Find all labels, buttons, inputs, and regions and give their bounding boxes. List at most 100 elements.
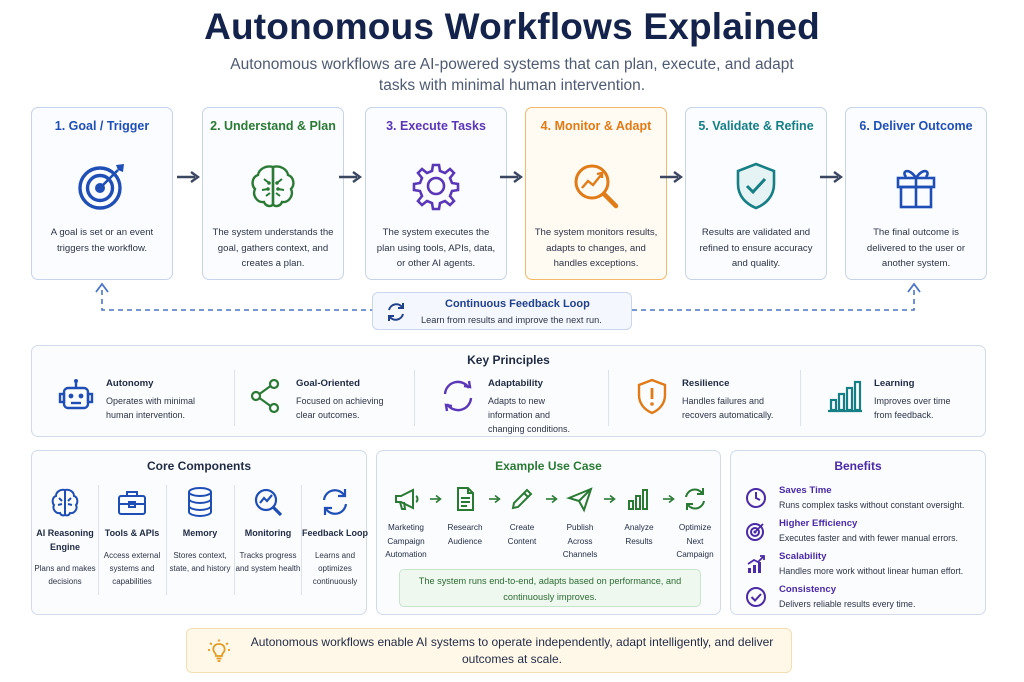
step-card-execute-tasks: 3. Execute Tasks The system executes the… <box>365 107 507 280</box>
step-card-deliver-outcome: 6. Deliver Outcome The final outcome is … <box>845 107 987 280</box>
benefit-consistency: Consistency Delivers reliable results ev… <box>745 584 975 612</box>
share-nodes-icon <box>246 376 286 416</box>
feedback-loop-box: Continuous Feedback Loop Learn from resu… <box>372 292 632 330</box>
benefits-panel: Benefits Saves Time Runs complex tasks w… <box>730 450 986 615</box>
use-case-step: Analyze Results <box>614 485 664 548</box>
toolbox-icon <box>115 485 149 519</box>
use-case-step-name: Marketing Campaign Automation <box>385 523 427 559</box>
step-title: 5. Validate & Refine <box>698 119 814 133</box>
divider <box>234 485 235 595</box>
feedback-loop-title: Continuous Feedback Loop <box>445 298 590 310</box>
step-desc: Results are validated and refined to ens… <box>699 227 813 269</box>
use-case-step: Publish Across Channels <box>555 485 605 562</box>
feedback-loop-subtitle: Learn from results and improve the next … <box>421 315 602 325</box>
use-case-step-name: Research Audience <box>447 523 483 546</box>
benefit-name: Scalability <box>779 551 827 562</box>
component-name: AI Reasoning Engine <box>36 528 94 552</box>
gear-icon <box>409 159 463 213</box>
component-desc: Stores context, state, and history <box>169 550 231 573</box>
footer-callout: Autonomous workflows enable AI systems t… <box>186 628 792 673</box>
divider <box>98 485 99 595</box>
use-case-step: Create Content <box>497 485 547 548</box>
benefits-title: Benefits <box>834 459 882 473</box>
core-components-panel: Core Components AI Reasoning Engine Plan… <box>31 450 368 615</box>
benefit-name: Higher Efficiency <box>779 518 858 529</box>
example-use-case-panel: Example Use Case Marketing Campaign Auto… <box>376 450 721 615</box>
magnifier-trend-icon <box>251 485 285 519</box>
principle-goal-oriented: Goal-Oriented Focused on achieving clear… <box>246 372 421 434</box>
principle-autonomy: Autonomy Operates with minimal human int… <box>56 372 231 434</box>
principle-desc: Handles failures and recovers automatica… <box>682 396 774 420</box>
robot-icon <box>56 376 96 416</box>
flow-arrow-icon <box>660 171 683 183</box>
lightbulb-icon <box>207 639 231 663</box>
target-icon <box>745 520 767 542</box>
core-components-title: Core Components <box>146 459 251 473</box>
use-case-step: Optimize Next Campaign <box>670 485 720 562</box>
arrow-right-icon <box>604 494 616 504</box>
benefit-higher-efficiency: Higher Efficiency Executes faster and wi… <box>745 518 975 546</box>
flow-arrow-icon <box>177 171 200 183</box>
arrow-right-icon <box>489 494 501 504</box>
check-circle-icon <box>745 586 767 608</box>
paper-plane-icon <box>566 485 594 513</box>
divider <box>800 370 801 426</box>
use-case-title: Example Use Case <box>495 459 602 473</box>
component-name: Monitoring <box>244 528 292 538</box>
step-card-goal-trigger: 1. Goal / Trigger A goal is set or an ev… <box>31 107 173 280</box>
component-memory: Memory Stores context, state, and histor… <box>167 485 233 575</box>
principle-name: Learning <box>874 378 915 389</box>
benefit-name: Consistency <box>779 584 837 595</box>
step-card-understand-plan: 2. Understand & Plan The system understa… <box>202 107 344 280</box>
principle-desc: Adapts to new information and changing c… <box>488 396 571 434</box>
step-desc: The final outcome is delivered to the us… <box>866 227 966 269</box>
feedback-loop-connector <box>95 282 921 311</box>
step-title: 3. Execute Tasks <box>386 119 486 133</box>
component-desc: Access external systems and capabilities <box>103 550 161 586</box>
principle-adaptability: Adaptability Adapts to new information a… <box>438 372 613 434</box>
clock-icon <box>745 487 767 509</box>
principle-desc: Operates with minimal human intervention… <box>106 396 196 420</box>
document-icon <box>451 485 479 513</box>
step-title: 2. Understand & Plan <box>210 119 336 133</box>
flow-arrow-icon <box>820 171 843 183</box>
flow-arrow-icon <box>500 171 523 183</box>
refresh-icon <box>318 485 352 519</box>
component-desc: Plans and makes decisions <box>34 564 96 586</box>
use-case-step: Marketing Campaign Automation <box>381 485 431 562</box>
component-monitoring: Monitoring Tracks progress and system he… <box>235 485 301 575</box>
key-principles-title: Key Principles <box>467 353 550 367</box>
step-desc: The system monitors results, adapts to c… <box>534 227 658 269</box>
divider <box>166 485 167 595</box>
use-case-step-name: Publish Across Channels <box>562 523 598 559</box>
divider <box>414 370 415 426</box>
refresh-icon <box>385 301 407 323</box>
arrow-right-icon <box>546 494 558 504</box>
principle-name: Adaptability <box>488 378 543 389</box>
component-feedback-loop: Feedback Loop Learns and optimizes conti… <box>302 485 368 588</box>
component-name: Tools & APIs <box>104 528 160 538</box>
component-name: Feedback Loop <box>302 528 369 538</box>
component-desc: Learns and optimizes continuously <box>312 550 358 586</box>
shield-check-icon <box>729 159 783 213</box>
benefit-saves-time: Saves Time Runs complex tasks without co… <box>745 485 975 513</box>
benefit-desc: Executes faster and with fewer manual er… <box>779 533 958 543</box>
step-title: 4. Monitor & Adapt <box>540 119 652 133</box>
use-case-step-name: Optimize Next Campaign <box>676 523 714 559</box>
arrow-right-icon <box>430 494 442 504</box>
component-ai-reasoning-engine: AI Reasoning Engine Plans and makes deci… <box>32 485 98 588</box>
benefit-desc: Runs complex tasks without constant over… <box>779 500 965 510</box>
bar-chart-icon <box>625 485 653 513</box>
step-desc: A goal is set or an event triggers the w… <box>50 227 154 254</box>
principle-name: Resilience <box>682 378 730 389</box>
megaphone-icon <box>392 485 420 513</box>
divider <box>608 370 609 426</box>
step-title: 6. Deliver Outcome <box>859 119 973 133</box>
shield-alert-icon <box>632 376 672 416</box>
benefit-desc: Handles more work without linear human e… <box>779 566 964 576</box>
use-case-step-name: Analyze Results <box>624 523 654 546</box>
refresh-icon <box>681 485 709 513</box>
footer-text: Autonomous workflows enable AI systems t… <box>250 635 774 666</box>
principle-desc: Focused on achieving clear outcomes. <box>296 396 384 420</box>
step-title: 1. Goal / Trigger <box>54 119 150 133</box>
